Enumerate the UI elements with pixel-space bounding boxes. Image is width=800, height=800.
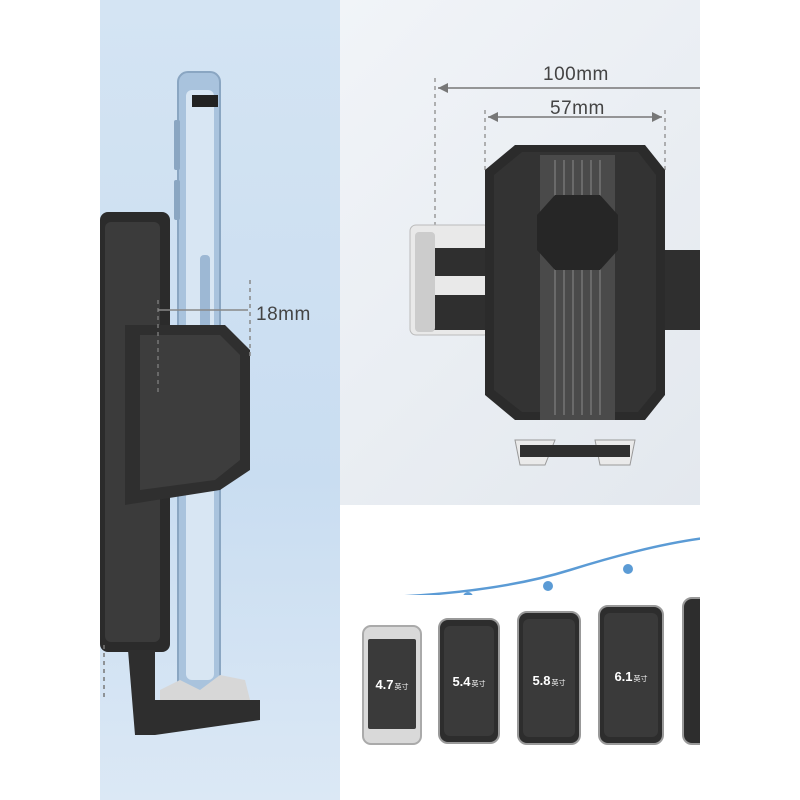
hook-pad (160, 675, 250, 700)
phone-6-1: 6.1英寸 (598, 605, 664, 745)
center-stripe (540, 155, 615, 420)
phone-screen-edge (192, 95, 218, 107)
holder-bottom-hook (128, 650, 260, 735)
phone-partial (682, 597, 700, 745)
side-view-panel: 18mm (100, 0, 340, 800)
min-width-label: 57mm (550, 98, 605, 119)
curve-point (623, 564, 633, 574)
right-arm (660, 250, 700, 330)
phone-sizes-panel: 4.7英寸 5.4英寸 5.8英寸 6.1英寸 (340, 505, 700, 800)
curve-point (543, 581, 553, 591)
phone-5-4: 5.4英寸 (438, 618, 500, 744)
phone-4-7: 4.7英寸 (362, 625, 422, 745)
size-curve (403, 537, 700, 595)
center-knob (537, 195, 618, 270)
front-view-panel: 100mm 57mm (340, 0, 700, 505)
phone-button (174, 120, 180, 170)
max-width-label: 100mm (543, 64, 609, 85)
phone-button (174, 180, 180, 220)
depth-dimension-label: 18mm (256, 304, 311, 325)
curve-point (463, 592, 473, 595)
phone-5-8: 5.8英寸 (517, 611, 581, 745)
phone-side-button (200, 255, 210, 335)
side-view-illustration (100, 71, 260, 735)
front-view-illustration (409, 78, 700, 466)
